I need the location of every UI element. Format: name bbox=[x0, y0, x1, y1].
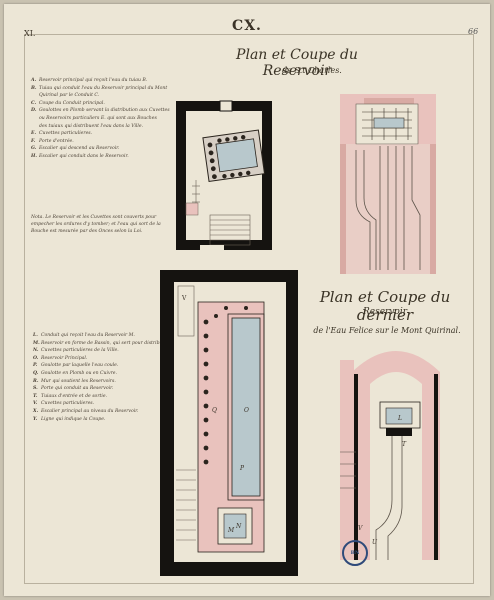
svg-text:L: L bbox=[397, 415, 402, 422]
legend-row: A.Reservoir principal qui reçoit l'eau d… bbox=[31, 77, 166, 85]
legend-text: Porte qui conduit au Reservoir. bbox=[41, 386, 114, 392]
svg-text:U: U bbox=[372, 539, 378, 546]
legend-row: N.Cuvettes particulieres de la Ville. bbox=[33, 347, 163, 355]
legend-row: R.Mur qui soutient les Reservoirs. bbox=[33, 378, 163, 386]
legend-text: Ligne qui indique la Coupe. bbox=[41, 416, 106, 422]
plan1-title: Plan et Coupe du Reservoir bbox=[236, 47, 358, 79]
legend-key: B. bbox=[31, 85, 37, 91]
legend-key: L. bbox=[33, 333, 38, 338]
legend-text: Goulottes en Plomb servant la distributi… bbox=[39, 108, 170, 114]
svg-text:V: V bbox=[181, 295, 187, 302]
legend-key: G. bbox=[31, 146, 37, 152]
lower-section: L T V U bbox=[340, 351, 440, 560]
legend-row: T.Tuiaux d'entrée et de sortie. bbox=[33, 393, 163, 401]
plan2-title: Plan et Coupe du dernier bbox=[319, 288, 451, 324]
legend-key: T. bbox=[33, 393, 38, 399]
legend-text: Conduit qui reçoit l'eau du Reservoir M. bbox=[41, 333, 135, 338]
legend-row: F.Porte d'entrée. bbox=[31, 138, 166, 146]
legend-lower: L.Conduit qui reçoit l'eau du Reservoir … bbox=[33, 332, 181, 424]
legend-text: Mur qui soutient les Reservoirs. bbox=[41, 378, 116, 384]
legend-text: Reservoir principal qui reçoit l'eau du … bbox=[39, 78, 148, 83]
legend-key: M. bbox=[33, 340, 40, 346]
plan1-subtitle: de S.t Charles. bbox=[282, 66, 342, 75]
plan2-subtitle: Reservoir bbox=[362, 307, 408, 317]
legend-row: M.Reservoir en forme de Bassin, qui sert… bbox=[33, 340, 181, 348]
svg-text:V: V bbox=[358, 525, 363, 532]
legend-row: S.Porte qui conduit au Reservoir. bbox=[33, 385, 163, 393]
svg-text:T: T bbox=[402, 441, 407, 448]
legend-row: des tuiaux qui distribuent l'eau dans la… bbox=[31, 123, 166, 131]
legend-row: V.Cuvettes particulieres. bbox=[33, 400, 163, 408]
legend-key: S. bbox=[33, 386, 38, 392]
legend-key: A. bbox=[31, 78, 37, 83]
lower-plan: V O M Q P N bbox=[160, 270, 298, 576]
legend-key: O. bbox=[33, 355, 39, 361]
frame-border bbox=[24, 34, 474, 584]
legend-key: X. bbox=[33, 408, 39, 414]
svg-text:P: P bbox=[239, 465, 245, 472]
legend-key: H. bbox=[31, 153, 37, 159]
legend-text: Tuiau qui conduit l'eau du Reservoir pri… bbox=[39, 85, 168, 91]
legend-key: F. bbox=[31, 138, 36, 144]
legend-row: O.Reservoir Principal. bbox=[33, 355, 163, 363]
legend-key: Q. bbox=[33, 370, 39, 376]
page-number: 66 bbox=[468, 27, 479, 36]
legend-note: Nota. Le Reservoir et les Cuvettes sont … bbox=[31, 215, 161, 234]
legend-text: Reservoir Principal. bbox=[41, 355, 88, 361]
svg-text:N: N bbox=[235, 523, 242, 530]
legend-text: Coupe du Conduit principal. bbox=[39, 100, 105, 106]
svg-text:M: M bbox=[227, 527, 235, 534]
legend-row: ou Reservoirs particuliers E. qui sont a… bbox=[31, 115, 166, 123]
legend-row: H.Escalier qui conduit dans le Reservoir… bbox=[31, 153, 166, 161]
legend-row: G.Escalier qui descend au Reservoir. bbox=[31, 145, 166, 153]
legend-key: C. bbox=[31, 100, 37, 106]
plate-number: CX. bbox=[232, 18, 262, 34]
library-stamp: BN bbox=[342, 540, 368, 566]
legend-key: N. bbox=[33, 348, 39, 354]
legend-key: P. bbox=[33, 363, 38, 369]
legend-row: C.Coupe du Conduit principal. bbox=[31, 100, 166, 108]
legend-text: Escalier qui conduit dans le Reservoir. bbox=[39, 153, 129, 159]
legend-key: E. bbox=[31, 131, 37, 137]
legend-text: Porte d'entrée. bbox=[39, 138, 74, 144]
legend-row: X.Escalier principal au niveau du Reserv… bbox=[33, 408, 163, 416]
legend-row: Y.Ligne qui indique la Coupe. bbox=[33, 416, 163, 424]
legend-text: ou Reservoirs particuliers E. qui sont a… bbox=[39, 115, 157, 121]
legend-row: D.Goulottes en Plomb servant la distribu… bbox=[31, 107, 170, 115]
legend-text: Goulotte en Plomb ou en Cuivre. bbox=[41, 370, 117, 376]
legend-upper: A.Reservoir principal qui reçoit l'eau d… bbox=[31, 77, 170, 161]
legend-text: Cuvettes particulieres. bbox=[39, 131, 93, 137]
legend-row: Quirinal par le Conduit C. bbox=[31, 92, 166, 100]
plan2-caption: de l'Eau Felice sur le Mont Quirinal. bbox=[313, 326, 461, 335]
legend-row: E.Cuvettes particulieres. bbox=[31, 130, 166, 138]
legend-text: Cuvettes particulieres de la Ville. bbox=[41, 348, 119, 354]
upper-plan bbox=[176, 100, 272, 250]
legend-text: Quirinal par le Conduit C. bbox=[39, 93, 100, 99]
legend-key: Y. bbox=[33, 416, 38, 422]
svg-text:Q: Q bbox=[212, 407, 217, 414]
legend-text: Goulotte par laquelle l'eau coule. bbox=[41, 363, 119, 369]
sheet-number: XI. bbox=[24, 29, 36, 38]
legend-row: P.Goulotte par laquelle l'eau coule. bbox=[33, 362, 163, 370]
legend-key: D. bbox=[31, 108, 37, 114]
legend-text: Escalier qui descend au Reservoir. bbox=[39, 146, 120, 152]
legend-key: R. bbox=[33, 378, 39, 384]
legend-text: Escalier principal au niveau du Reservoi… bbox=[41, 408, 139, 414]
legend-row: Q.Goulotte en Plomb ou en Cuivre. bbox=[33, 370, 163, 378]
legend-key: V. bbox=[33, 401, 38, 407]
legend-row: L.Conduit qui reçoit l'eau du Reservoir … bbox=[33, 332, 163, 340]
legend-text: des tuiaux qui distribuent l'eau dans la… bbox=[39, 123, 144, 129]
legend-row: B.Tuiau qui conduit l'eau du Reservoir p… bbox=[31, 85, 168, 93]
legend-text: Reservoir en forme de Bassin, qui sert p… bbox=[41, 340, 182, 346]
legend-text: Tuiaux d'entrée et de sortie. bbox=[41, 393, 108, 399]
svg-text:O: O bbox=[244, 407, 249, 414]
upper-section bbox=[340, 94, 436, 274]
legend-text: Cuvettes particulieres. bbox=[41, 401, 95, 407]
